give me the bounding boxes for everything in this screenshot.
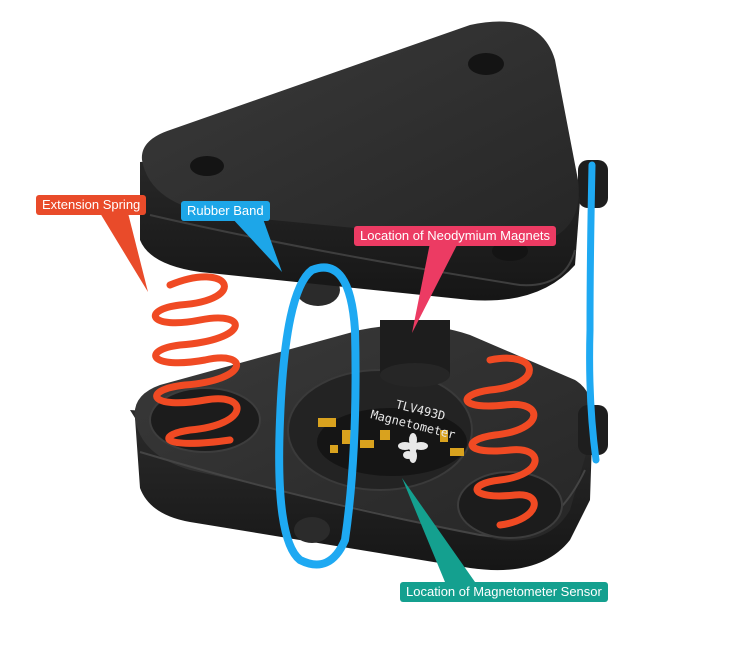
magnet-post: [380, 320, 450, 387]
rubber-band-label: Rubber Band: [181, 201, 270, 221]
top-plate: [140, 22, 580, 301]
rubber-band-right: [590, 165, 596, 460]
extension-spring-label: Extension Spring: [36, 195, 146, 215]
neodymium-magnets-label: Location of Neodymium Magnets: [354, 226, 556, 246]
magnetometer-sensor-label: Location of Magnetometer Sensor: [400, 582, 608, 602]
